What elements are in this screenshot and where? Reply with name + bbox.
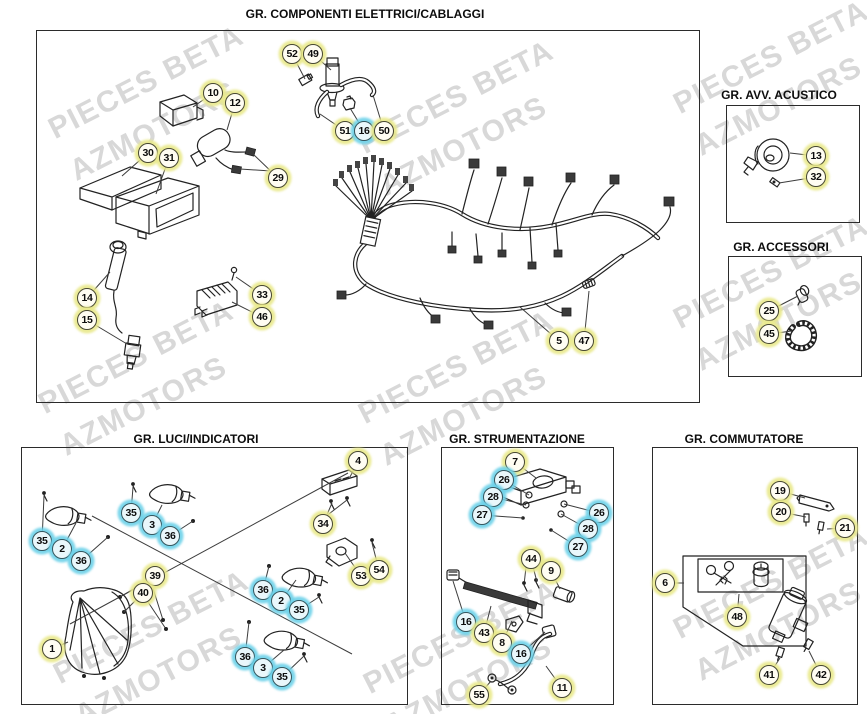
callout-lights-3[interactable]: 3 <box>253 658 273 678</box>
callout-instruments-26[interactable]: 26 <box>589 503 609 523</box>
art-ecu-boxes <box>79 166 200 240</box>
callout-instruments-44[interactable]: 44 <box>521 549 541 569</box>
callout-lights-36[interactable]: 36 <box>160 526 180 546</box>
callout-lights-34[interactable]: 34 <box>313 514 333 534</box>
panel-title-lights: GR. LUCI/INDICATORI <box>133 432 259 446</box>
callout-electrical-12[interactable]: 12 <box>225 93 245 113</box>
callout-lights-35[interactable]: 35 <box>121 503 141 523</box>
panel-box-accessories <box>728 256 862 377</box>
panel-title-horn: GR. AVV. ACUSTICO <box>721 88 837 102</box>
art-tail-light <box>321 469 358 510</box>
callout-switch-42[interactable]: 42 <box>811 665 831 685</box>
callout-lights-36[interactable]: 36 <box>253 580 273 600</box>
callout-lights-36[interactable]: 36 <box>71 551 91 571</box>
callout-electrical-47[interactable]: 47 <box>574 331 594 351</box>
panel-title-switch: GR. COMMUTATORE <box>684 432 804 446</box>
art-horn <box>743 138 790 188</box>
panel-box-horn <box>726 105 860 223</box>
callout-instruments-11[interactable]: 11 <box>552 678 572 698</box>
callout-electrical-31[interactable]: 31 <box>159 148 179 168</box>
callout-electrical-51[interactable]: 51 <box>335 121 355 141</box>
callout-lights-40[interactable]: 40 <box>133 583 153 603</box>
callout-lights-2[interactable]: 2 <box>271 591 291 611</box>
callout-electrical-52[interactable]: 52 <box>282 44 302 64</box>
callout-switch-20[interactable]: 20 <box>771 502 791 522</box>
art-ignition-switch <box>768 586 814 661</box>
callout-lights-35[interactable]: 35 <box>289 600 309 620</box>
callout-accessories-45[interactable]: 45 <box>759 324 779 344</box>
art-lights-fasteners <box>41 472 353 663</box>
callout-instruments-7[interactable]: 7 <box>505 452 525 472</box>
callout-horn-13[interactable]: 13 <box>806 146 826 166</box>
callout-electrical-16[interactable]: 16 <box>354 121 374 141</box>
callout-lights-3[interactable]: 3 <box>142 515 162 535</box>
panel-title-electrical: GR. COMPONENTI ELETTRICI/CABLAGGI <box>245 7 485 21</box>
callout-horn-32[interactable]: 32 <box>806 167 826 187</box>
callout-electrical-10[interactable]: 10 <box>203 83 223 103</box>
callout-switch-41[interactable]: 41 <box>759 665 779 685</box>
callout-electrical-5[interactable]: 5 <box>549 331 569 351</box>
art-spiral-hose <box>785 320 818 352</box>
callout-instruments-16[interactable]: 16 <box>511 644 531 664</box>
callout-lights-54[interactable]: 54 <box>369 560 389 580</box>
callout-electrical-30[interactable]: 30 <box>138 143 158 163</box>
panel-box-lights <box>21 447 408 705</box>
callout-instruments-55[interactable]: 55 <box>469 685 489 705</box>
callout-instruments-43[interactable]: 43 <box>474 623 494 643</box>
panel-box-instruments <box>441 447 614 705</box>
callout-switch-19[interactable]: 19 <box>770 481 790 501</box>
callout-instruments-28[interactable]: 28 <box>578 519 598 539</box>
art-cdi-unit <box>159 94 204 127</box>
callout-electrical-33[interactable]: 33 <box>252 285 272 305</box>
callout-lights-2[interactable]: 2 <box>52 539 72 559</box>
art-wiring-harness <box>333 155 675 330</box>
panel-box-switch <box>652 447 858 705</box>
art-starter-relay <box>190 128 272 175</box>
callout-lights-35[interactable]: 35 <box>272 667 292 687</box>
callout-instruments-9[interactable]: 9 <box>541 561 561 581</box>
art-headlight <box>64 587 132 680</box>
callout-switch-6[interactable]: 6 <box>655 573 675 593</box>
callout-switch-48[interactable]: 48 <box>727 607 747 627</box>
callout-instruments-27[interactable]: 27 <box>472 505 492 525</box>
callout-switch-21[interactable]: 21 <box>835 518 855 538</box>
art-harness-screw <box>581 278 596 289</box>
callout-lights-36[interactable]: 36 <box>235 647 255 667</box>
callout-electrical-29[interactable]: 29 <box>268 168 288 188</box>
callout-electrical-49[interactable]: 49 <box>303 44 323 64</box>
panel-box-electrical <box>36 30 700 403</box>
callout-electrical-14[interactable]: 14 <box>77 288 97 308</box>
callout-lights-1[interactable]: 1 <box>42 639 62 659</box>
callout-electrical-50[interactable]: 50 <box>374 121 394 141</box>
art-accessory-clip <box>795 284 810 306</box>
callout-instruments-28[interactable]: 28 <box>483 487 503 507</box>
callout-accessories-25[interactable]: 25 <box>759 301 779 321</box>
panel-title-instruments: GR. STRUMENTAZIONE <box>449 432 585 446</box>
callout-lights-35[interactable]: 35 <box>32 531 52 551</box>
callout-instruments-8[interactable]: 8 <box>492 633 512 653</box>
art-plate-bracket <box>325 537 376 567</box>
callout-lights-53[interactable]: 53 <box>351 566 371 586</box>
art-spark-plug <box>123 334 142 370</box>
callout-lights-4[interactable]: 4 <box>348 451 368 471</box>
callout-instruments-16[interactable]: 16 <box>456 612 476 632</box>
callout-lights-39[interactable]: 39 <box>145 566 165 586</box>
callout-electrical-15[interactable]: 15 <box>77 310 97 330</box>
art-key-set <box>682 555 807 647</box>
art-ignition-coil <box>104 240 127 334</box>
panel-title-accessories: GR. ACCESSORI <box>733 240 829 254</box>
callout-instruments-27[interactable]: 27 <box>568 537 588 557</box>
callout-electrical-46[interactable]: 46 <box>252 307 272 327</box>
callout-instruments-26[interactable]: 26 <box>494 470 514 490</box>
art-fuel-sensor <box>446 569 576 695</box>
